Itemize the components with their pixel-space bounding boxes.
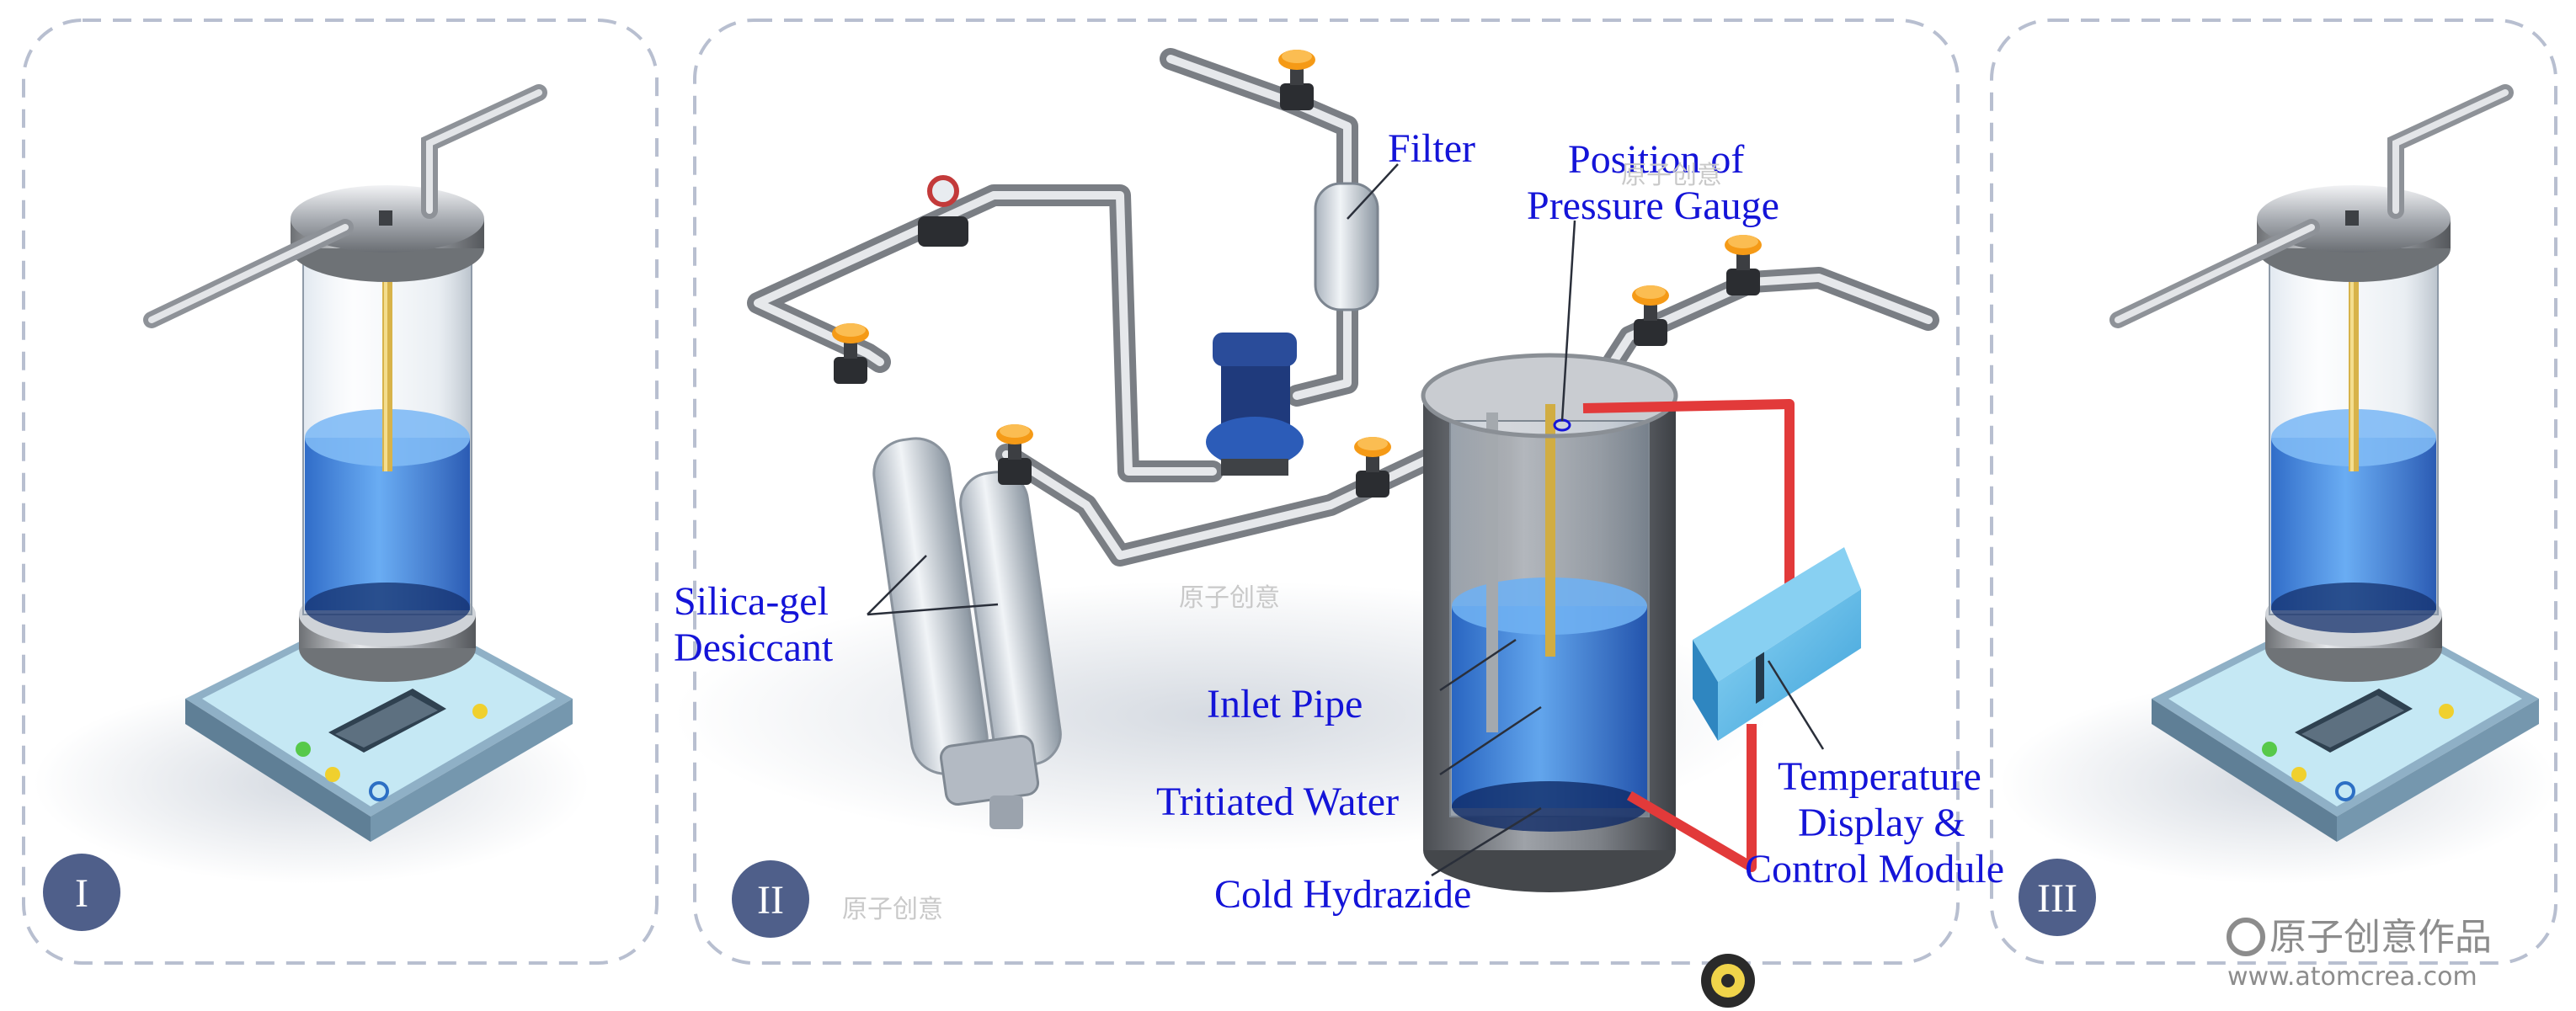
panel-frame-left <box>22 19 659 965</box>
temperature-module <box>1693 547 1861 741</box>
center-apparatus <box>674 48 1939 892</box>
label-pressure-gauge-line2: Pressure Gauge <box>1527 184 1779 228</box>
watermark-text-2: 原子创意 <box>842 895 943 924</box>
brand-name: 原子创意作品 <box>2269 916 2492 959</box>
panel-numeral-center: II <box>732 860 809 938</box>
watermark-text-3: 原子创意 <box>1621 161 1722 190</box>
heater-wire <box>1582 399 1795 872</box>
svg-text:III: III <box>2037 876 2077 921</box>
valve-5 <box>1725 235 1762 295</box>
svg-text:I: I <box>75 871 88 916</box>
label-inlet-pipe: Inlet Pipe <box>1207 682 1363 726</box>
label-pressure-gauge-line1: Position of <box>1568 137 1744 182</box>
label-silica-gel-line1: Silica-gel <box>674 579 829 624</box>
desiccant-columns <box>872 437 1062 829</box>
main-vessel <box>1421 353 1678 892</box>
pump <box>1206 333 1304 476</box>
logo-mark <box>1701 954 1755 1008</box>
gauge-fitting <box>918 175 968 247</box>
label-cold-hydrazide: Cold Hydrazide <box>1214 872 1471 917</box>
panel-numeral-right: III <box>2019 859 2096 936</box>
svg-text:II: II <box>757 878 784 923</box>
panel-frame-center <box>693 19 1960 965</box>
stirrer-apparatus-left <box>34 93 589 884</box>
panel-frame-right <box>1990 19 2557 965</box>
stirrer-apparatus-right <box>2000 93 2556 884</box>
filter-housing <box>1314 182 1379 311</box>
brand-signature: 原子创意作品 www.atomcrea.com <box>2227 916 2492 992</box>
label-temperature-line2: Display & <box>1798 801 1965 845</box>
label-temperature-line1: Temperature <box>1778 754 1981 799</box>
label-filter: Filter <box>1388 126 1475 171</box>
label-silica-gel-line2: Desiccant <box>674 625 834 670</box>
valve-1 <box>1278 50 1315 110</box>
panel-numeral-left: I <box>43 854 120 931</box>
brand-url: www.atomcrea.com <box>2227 962 2477 992</box>
watermark-text-1: 原子创意 <box>1179 583 1280 613</box>
leader-lines <box>867 163 1825 877</box>
label-temperature-line3: Control Module <box>1745 847 2004 891</box>
label-tritiated-water: Tritiated Water <box>1156 780 1399 824</box>
